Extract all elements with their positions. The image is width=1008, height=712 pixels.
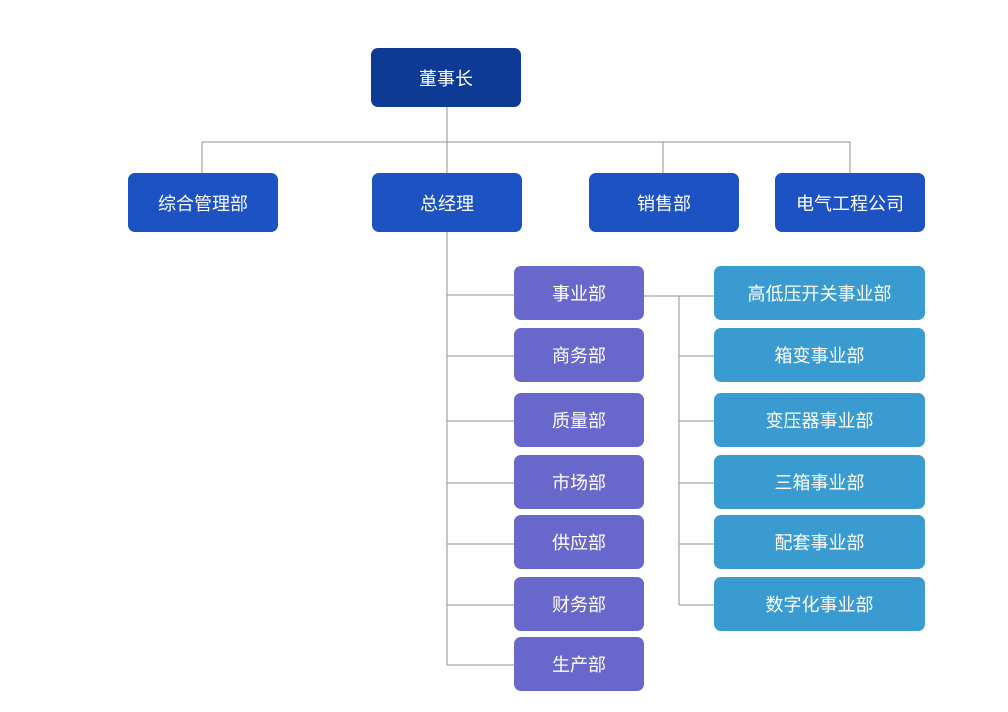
node-general-admin-dept: 综合管理部 bbox=[128, 173, 278, 232]
node-dept-production: 生产部 bbox=[514, 637, 644, 691]
node-biz-transformer: 变压器事业部 bbox=[714, 393, 925, 447]
node-dept-quality: 质量部 bbox=[514, 393, 644, 447]
node-biz-supporting: 配套事业部 bbox=[714, 515, 925, 569]
node-general-manager: 总经理 bbox=[372, 173, 522, 232]
node-dept-marketing: 市场部 bbox=[514, 455, 644, 509]
node-dept-finance: 财务部 bbox=[514, 577, 644, 631]
node-sales-dept: 销售部 bbox=[589, 173, 739, 232]
node-biz-three-box: 三箱事业部 bbox=[714, 455, 925, 509]
node-dept-commerce: 商务部 bbox=[514, 328, 644, 382]
node-dept-business-division: 事业部 bbox=[514, 266, 644, 320]
node-biz-box-substation: 箱变事业部 bbox=[714, 328, 925, 382]
node-chairman: 董事长 bbox=[371, 48, 521, 107]
node-biz-hv-lv-switch: 高低压开关事业部 bbox=[714, 266, 925, 320]
node-biz-digital: 数字化事业部 bbox=[714, 577, 925, 631]
node-dept-supply: 供应部 bbox=[514, 515, 644, 569]
node-electrical-engineering-company: 电气工程公司 bbox=[775, 173, 925, 232]
